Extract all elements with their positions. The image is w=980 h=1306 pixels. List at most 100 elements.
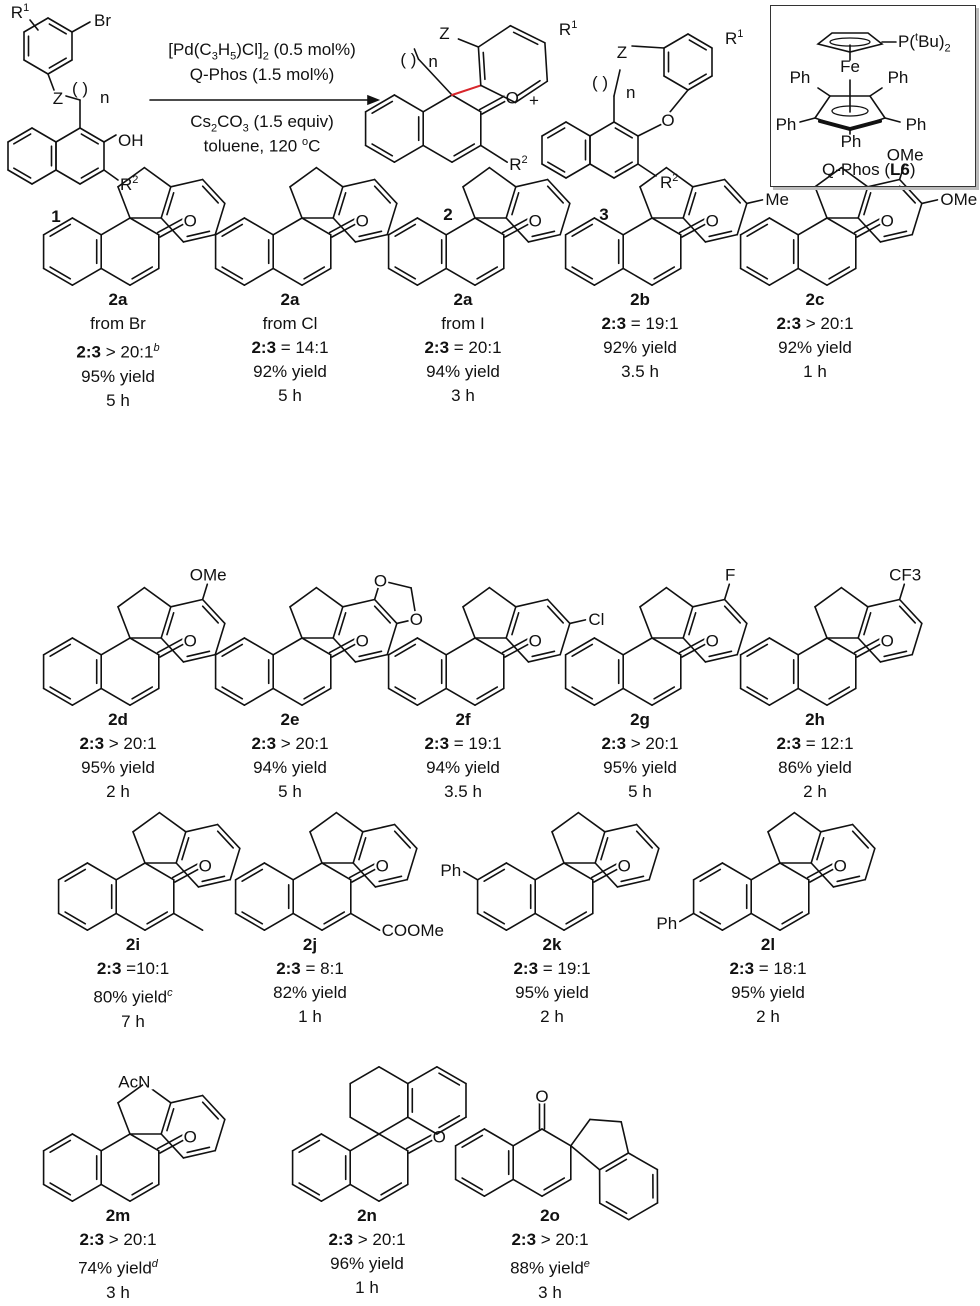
bond <box>394 266 417 280</box>
bond <box>476 266 499 280</box>
bond <box>371 100 394 114</box>
bond <box>864 847 876 881</box>
bond <box>166 1108 175 1132</box>
ratio-prefix: 2:3 <box>776 734 802 753</box>
bond <box>797 267 828 287</box>
bond <box>750 912 781 932</box>
bond <box>394 223 417 237</box>
bond <box>565 121 591 137</box>
bond <box>7 169 33 185</box>
bond <box>298 1182 321 1196</box>
bond <box>364 94 396 113</box>
bond <box>272 687 303 707</box>
bond <box>534 862 565 881</box>
bond <box>71 687 102 707</box>
bond <box>201 598 226 625</box>
substituent-label: F <box>725 566 735 585</box>
bond <box>131 266 154 280</box>
r1-label: R1 <box>11 2 29 22</box>
ratio-line: 2:3 > 20:1 <box>28 732 208 756</box>
bond <box>779 912 810 932</box>
bond <box>613 121 639 137</box>
ratio-prefix: 2:3 <box>328 1230 354 1249</box>
bond <box>488 586 517 608</box>
bond <box>64 868 87 882</box>
bond <box>71 267 102 287</box>
bond <box>143 586 172 608</box>
bond <box>476 912 508 932</box>
bond <box>301 217 332 236</box>
bond <box>201 178 226 205</box>
bond <box>797 687 828 707</box>
label-background <box>616 857 633 874</box>
bond <box>292 912 323 932</box>
yield-value: 74% yield <box>78 1258 152 1278</box>
ratio-prefix: 2:3 <box>276 959 301 978</box>
bond <box>234 912 266 932</box>
condition-base: Cs2CO3 (1.5 equiv) <box>142 112 382 134</box>
bond <box>143 166 172 188</box>
condition-solvent-temp: toluene, 120 oC <box>142 136 382 157</box>
bond <box>501 217 530 234</box>
bond <box>309 830 323 864</box>
bond <box>214 622 226 656</box>
bond <box>348 862 377 879</box>
bond <box>691 178 726 188</box>
bond <box>863 612 872 636</box>
bond <box>341 178 376 188</box>
ratio-value: > 20:1 <box>805 314 854 333</box>
bond <box>201 875 226 883</box>
bond <box>474 637 505 656</box>
bond <box>49 1182 72 1196</box>
bond <box>100 267 131 287</box>
bond <box>704 233 739 243</box>
bond <box>175 862 200 888</box>
bond <box>170 1094 204 1104</box>
bond <box>156 637 185 654</box>
ratio-line: 2:3 = 8:1 <box>220 957 400 981</box>
bond <box>564 687 596 707</box>
bond <box>814 186 828 219</box>
bond <box>898 598 923 625</box>
ratio-value: > 20:1 <box>630 734 679 753</box>
bond <box>263 912 295 932</box>
ratio-line: 2:3 > 20:1 <box>725 312 905 336</box>
label-background <box>879 212 896 229</box>
label-background <box>354 632 371 649</box>
bond <box>129 1183 160 1202</box>
bond <box>739 637 771 656</box>
bond <box>514 598 549 608</box>
bond <box>653 266 676 280</box>
plus-sign: + <box>529 91 539 110</box>
acetyl-nitrogen-label: AcN <box>118 1073 150 1092</box>
bond <box>436 1066 467 1085</box>
compound-label: 2k <box>542 935 562 954</box>
bond <box>182 1149 217 1159</box>
bond <box>80 167 99 179</box>
compound-2f-structure: OCl <box>387 586 604 707</box>
bond <box>857 186 869 219</box>
ratio-value: > 20:1 <box>357 1230 406 1249</box>
bond <box>454 1178 486 1197</box>
ratio-value: > 20:1 <box>108 734 157 753</box>
bond <box>826 217 857 236</box>
yield-line: 94% yield <box>373 360 553 384</box>
bond <box>828 266 851 280</box>
bond <box>593 637 625 656</box>
compound-2a-structure: O <box>387 166 571 287</box>
bond <box>289 186 303 219</box>
bond <box>768 217 800 236</box>
bond <box>746 266 769 280</box>
ratio-prefix: 2:3 <box>79 734 105 753</box>
bond <box>49 686 72 700</box>
bond <box>341 598 376 608</box>
bond <box>505 186 517 219</box>
halide-source: from Cl <box>262 314 318 333</box>
bond <box>201 1101 220 1120</box>
